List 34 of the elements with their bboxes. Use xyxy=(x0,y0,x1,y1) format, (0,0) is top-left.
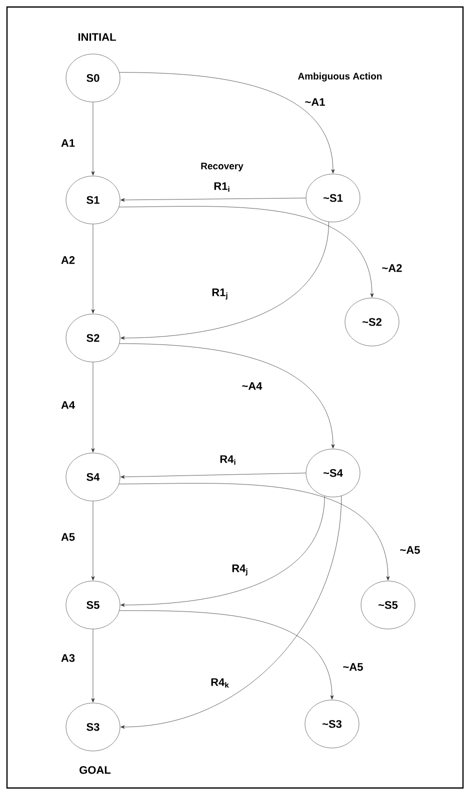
arrow xyxy=(120,222,329,340)
edge-label: R1$_{i}$ xyxy=(212,181,232,193)
state-caption: INITIAL xyxy=(78,33,116,41)
edge-label: R4$_{j}$ xyxy=(230,564,250,576)
arrow xyxy=(120,496,342,729)
arrow xyxy=(91,102,95,176)
arrow xyxy=(91,362,95,452)
note-label: Recovery xyxy=(201,162,244,172)
arrow xyxy=(91,224,95,314)
arrow xyxy=(119,343,335,448)
edge-label: ~A1 xyxy=(304,97,326,107)
note-label: Ambiguous Action xyxy=(298,72,382,82)
edge-label: A3 xyxy=(60,653,76,663)
arrow xyxy=(118,483,390,580)
edge-label: ~A5 xyxy=(398,545,422,555)
edge-label: ~A2 xyxy=(380,263,404,273)
edge-label: A1 xyxy=(60,138,76,148)
arrow xyxy=(120,472,306,479)
edge-label: A4 xyxy=(60,400,76,410)
edge-label: A2 xyxy=(60,255,76,265)
arrow xyxy=(119,72,335,174)
arrow xyxy=(91,501,95,580)
arrow xyxy=(119,610,334,700)
arrow xyxy=(120,198,306,202)
state-caption: GOAL xyxy=(80,766,111,774)
edge-label: ~A4 xyxy=(240,381,264,391)
edge-label: R1$_{j}$ xyxy=(210,288,230,300)
arrow xyxy=(120,496,325,607)
edge-label: ~A5 xyxy=(342,662,364,672)
edge-label: A5 xyxy=(60,532,76,542)
arrow xyxy=(91,629,95,702)
edge-label: R4$_{k}$ xyxy=(210,677,230,689)
edge-label: R4$_{i}$ xyxy=(218,454,238,466)
arrow xyxy=(118,206,374,298)
